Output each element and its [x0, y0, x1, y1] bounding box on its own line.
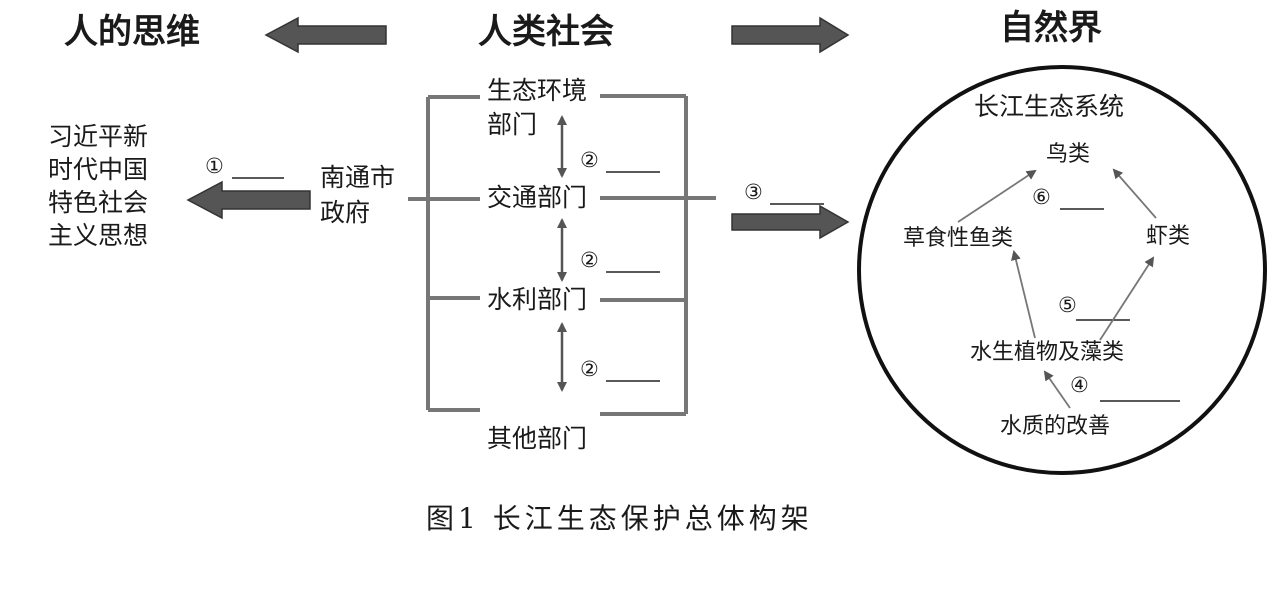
dept-other: 其他部门	[487, 424, 588, 453]
thought-line-2: 时代中国	[48, 155, 149, 184]
dept-eco-env-line-1: 生态环境	[487, 76, 588, 105]
dept-transport: 交通部门	[487, 183, 588, 212]
thought-line-3: 特色社会	[48, 188, 149, 217]
government-line-1: 南通市	[320, 163, 396, 192]
dept-water: 水利部门	[487, 285, 588, 314]
marker-6: ⑥	[1032, 185, 1051, 209]
arrow-to-ecosystem	[731, 204, 850, 240]
marker-2c: ②	[580, 357, 599, 381]
marker-2a: ②	[580, 148, 599, 172]
ecosystem-circle	[857, 65, 1267, 475]
marker-2b: ②	[580, 248, 599, 272]
ecosystem-title: 长江生态系统	[974, 92, 1125, 121]
dept-eco-env-line-2: 部门	[487, 110, 538, 139]
arrow-right-nature	[731, 16, 850, 54]
node-water-quality: 水质的改善	[1000, 414, 1111, 439]
marker-3: ③	[744, 180, 763, 204]
food-web-arrows	[957, 168, 1157, 409]
header-human-thinking: 人的思维	[64, 12, 200, 52]
node-shrimp: 虾类	[1146, 224, 1191, 249]
marker-4: ④	[1070, 373, 1089, 397]
figure-caption: 图1 长江生态保护总体构架	[426, 502, 813, 535]
arrow-left-thinking	[264, 16, 387, 54]
thought-line-1: 习近平新	[48, 122, 149, 151]
thought-line-4: 主义思想	[48, 221, 149, 250]
government-line-2: 政府	[320, 198, 371, 227]
header-nature: 自然界	[1000, 8, 1102, 48]
answer-blanks	[232, 171, 1180, 402]
department-frame	[408, 94, 716, 416]
node-birds: 鸟类	[1046, 142, 1091, 167]
node-herbivorous-fish: 草食性鱼类	[903, 226, 1014, 251]
arrow-gov-to-thought	[186, 180, 311, 220]
marker-5: ⑤	[1058, 293, 1077, 317]
header-human-society: 人类社会	[478, 12, 614, 52]
marker-1: ①	[205, 154, 224, 178]
node-aquatic-plants: 水生植物及藻类	[970, 340, 1125, 365]
